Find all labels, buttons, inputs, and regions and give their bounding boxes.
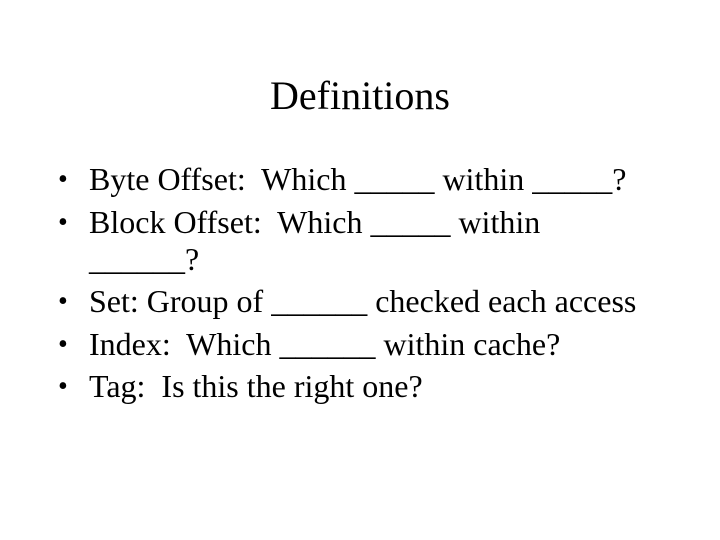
- list-item: • Block Offset: Which _____ within _____…: [58, 204, 658, 278]
- bullet-text-tag: Tag: Is this the right one?: [89, 368, 423, 404]
- list-item: • Byte Offset: Which _____ within _____?: [58, 161, 658, 198]
- bullet-marker: •: [58, 206, 68, 238]
- bullet-text-byte-offset: Byte Offset: Which _____ within _____?: [89, 161, 627, 197]
- bullet-marker: •: [58, 328, 68, 360]
- bullet-list: • Byte Offset: Which _____ within _____?…: [58, 161, 658, 411]
- bullet-marker: •: [58, 371, 68, 402]
- bullet-text-set: Set: Group of ______ checked each access: [89, 283, 637, 319]
- list-item: • Set: Group of ______ checked each acce…: [58, 283, 658, 320]
- list-item: • Index: Which ______ within cache?: [58, 326, 658, 363]
- bullet-text-index: Index: Which ______ within cache?: [89, 325, 561, 362]
- slide-title: Definitions: [270, 73, 450, 118]
- list-item: • Tag: Is this the right one?: [58, 368, 658, 405]
- bullet-marker: •: [58, 164, 68, 195]
- bullet-text-block-offset: Block Offset: Which _____ within ______?: [89, 203, 549, 277]
- bullet-marker: •: [58, 286, 68, 317]
